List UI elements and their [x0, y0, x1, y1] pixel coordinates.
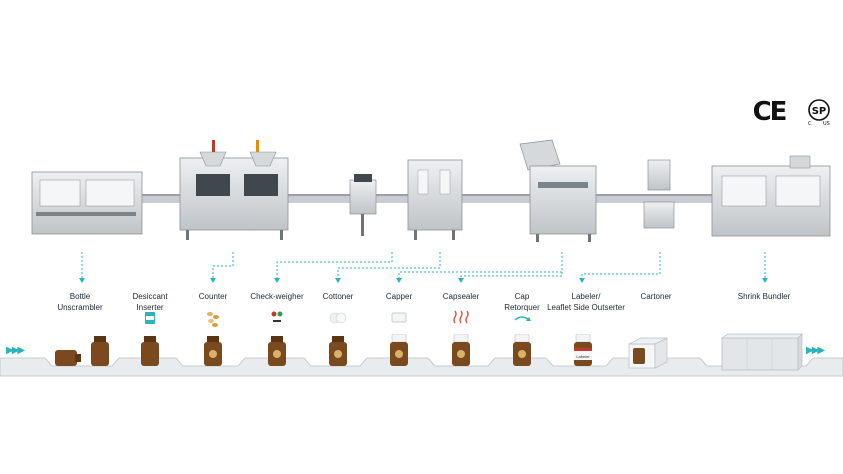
stage-label-cartoner: Cartoner — [640, 292, 672, 301]
capper-machine — [519, 139, 597, 242]
bottle-label-text: Labeler — [576, 354, 590, 359]
cottoner-machine — [407, 159, 463, 240]
counter-machine — [179, 140, 289, 240]
filled-bottle — [204, 336, 222, 366]
stage-label-bottle-unscrambler: Bottle Unscrambler — [57, 292, 103, 312]
packaging-line-machinery — [31, 139, 831, 242]
cotton-icon — [329, 312, 347, 324]
stage-label-check-weigher: Check-weigher — [250, 292, 304, 301]
stage-label-desiccant-inserter: Desiccant Inserter — [132, 292, 168, 312]
stage-connector-lines — [79, 252, 768, 283]
tablets-icon — [207, 312, 219, 327]
desiccant-pack-icon — [145, 312, 155, 324]
weighed-bottle — [268, 336, 286, 366]
retorque-arrow-icon — [514, 316, 531, 321]
cap-icon — [391, 312, 407, 323]
capped-bottle — [390, 334, 408, 366]
stage-label-capper: Capper — [385, 292, 413, 301]
cap-retorquer-machine — [643, 159, 675, 229]
csa-mark-text: SP — [812, 106, 827, 117]
conveyor-track — [0, 357, 843, 377]
stage-label-cap-retorquer: Cap Retorquer — [504, 292, 540, 312]
sealed-bottle — [452, 334, 470, 366]
bottle-with-desiccant — [141, 336, 159, 366]
stage-label-shrink-bundler: Shrink Bundler — [737, 292, 791, 301]
csa-mark-right: US — [823, 121, 830, 127]
cottoned-bottle — [329, 336, 347, 366]
rejected-tablets-icon — [271, 311, 283, 322]
csa-mark-left: C — [808, 121, 812, 127]
bundle-icon — [720, 333, 803, 371]
check-weigher-machine — [349, 174, 377, 236]
csa-certification-mark: SP C US — [806, 98, 832, 127]
labeled-bottle: Labeler — [574, 334, 592, 366]
flow-direction-arrows-start: ▶▶▶ — [6, 345, 25, 356]
stage-label-labeler: Labeler/ Leaflet Side Outserter — [547, 292, 625, 312]
tipped-bottle — [55, 350, 81, 366]
flow-direction-arrows-end: ▶▶▶ — [806, 345, 825, 356]
heat-wave-icon — [453, 310, 469, 324]
cartoner-machine — [711, 155, 831, 237]
stage-label-counter: Counter — [198, 292, 228, 301]
stage-label-capsealer: Capsealer — [442, 292, 480, 301]
empty-bottle — [91, 336, 109, 366]
ce-certification-mark: CE — [752, 97, 788, 127]
retorqued-bottle — [513, 334, 531, 366]
bottle-unscrambler-machine — [31, 171, 143, 235]
stage-label-cottoner: Cottoner — [322, 292, 354, 301]
carton-icon — [628, 337, 668, 369]
